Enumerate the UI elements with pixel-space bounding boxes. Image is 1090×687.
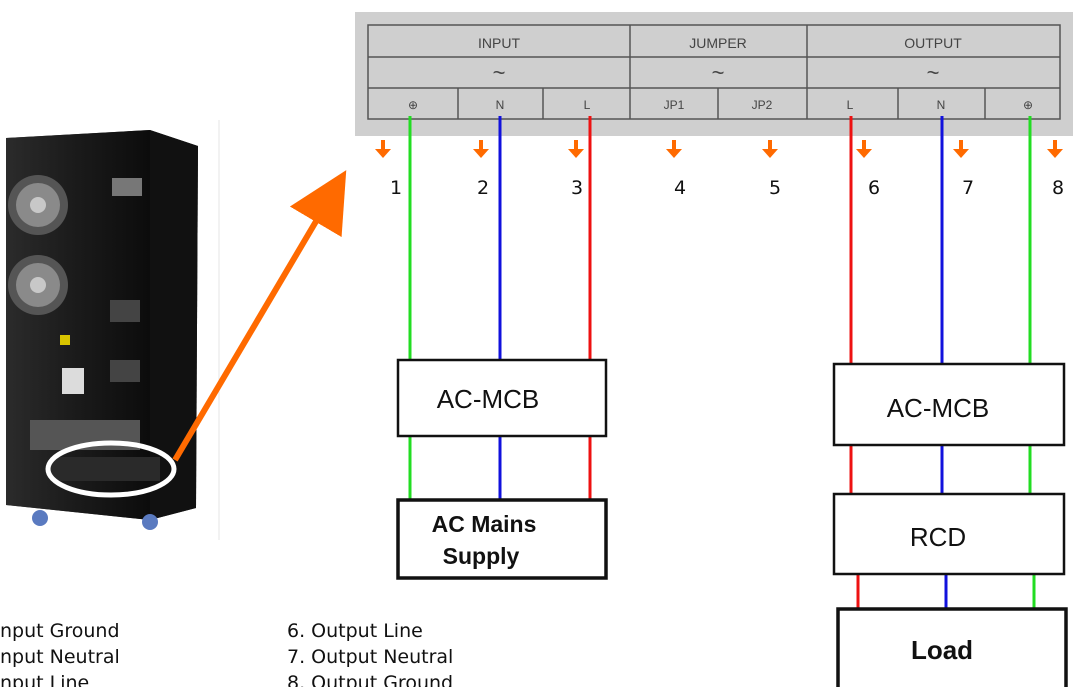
terminal-arrow (375, 140, 391, 158)
terminal-number: 5 (769, 177, 781, 199)
terminal-number: 1 (390, 177, 402, 199)
terminal-label: L (847, 98, 854, 112)
ac-wave-symbol: ~ (493, 60, 506, 85)
terminal-arrow (856, 140, 872, 158)
load-box (836, 607, 1068, 687)
terminal-label: L (584, 98, 591, 112)
terminal-arrow (1047, 140, 1063, 158)
terminal-number: 3 (571, 177, 583, 199)
input-breaker-label: AC-MCB (437, 384, 540, 414)
mains-supply-label-line1: AC Mains (432, 511, 537, 537)
terminal-arrow (953, 140, 969, 158)
pointer-arrow (172, 170, 347, 462)
ac-wave-symbol: ~ (927, 60, 940, 85)
terminal-highlight-ellipse (45, 440, 177, 498)
output-breaker-box (832, 362, 1066, 447)
legend-item: nput Line (0, 672, 90, 687)
legend-item: nput Ground (0, 620, 120, 642)
rcd-label: RCD (910, 522, 966, 552)
terminal-arrow (568, 140, 584, 158)
terminal-arrow (666, 140, 682, 158)
ups-cabinet-image (0, 110, 220, 555)
group-label-output: OUTPUT (904, 35, 962, 51)
mains-supply-box (396, 498, 608, 580)
legend-input: nput Ground nput Neutral nput Line (0, 618, 120, 687)
terminal-number: 7 (962, 177, 974, 199)
output-wires (849, 116, 1036, 609)
terminal-panel: INPUT JUMPER OUTPUT ~ ~ ~ ⊕ N L JP1 JP2 … (355, 12, 1073, 136)
terminal-label: ⊕ (1023, 98, 1033, 112)
terminal-label: JP1 (664, 98, 685, 112)
terminal-number: 4 (674, 177, 686, 199)
terminal-label: JP2 (752, 98, 773, 112)
mains-supply-label-line2: Supply (443, 543, 520, 569)
terminal-label: N (937, 98, 946, 112)
legend-item: 7. Output Neutral (287, 646, 454, 668)
ac-wave-symbol: ~ (712, 60, 725, 85)
terminal-number: 2 (477, 177, 489, 199)
rcd-box (832, 492, 1066, 576)
legend-item: nput Neutral (0, 646, 120, 668)
terminal-arrow (473, 140, 489, 158)
legend-output: 6. Output Line 7. Output Neutral 8. Outp… (287, 618, 453, 687)
legend-item: 8. Output Ground (287, 672, 454, 687)
legend-item: 6. Output Line (287, 620, 423, 642)
group-label-jumper: JUMPER (689, 35, 747, 51)
terminal-number: 6 (868, 177, 880, 199)
terminal-number: 8 (1052, 177, 1064, 199)
terminal-arrow (762, 140, 778, 158)
terminal-label: N (496, 98, 505, 112)
terminal-arrows (375, 140, 1063, 158)
output-breaker-label: AC-MCB (887, 393, 990, 423)
input-breaker-box (396, 358, 608, 438)
load-label: Load (911, 635, 973, 665)
input-wires (408, 116, 592, 500)
group-label-input: INPUT (478, 35, 520, 51)
terminal-label: ⊕ (408, 98, 418, 112)
